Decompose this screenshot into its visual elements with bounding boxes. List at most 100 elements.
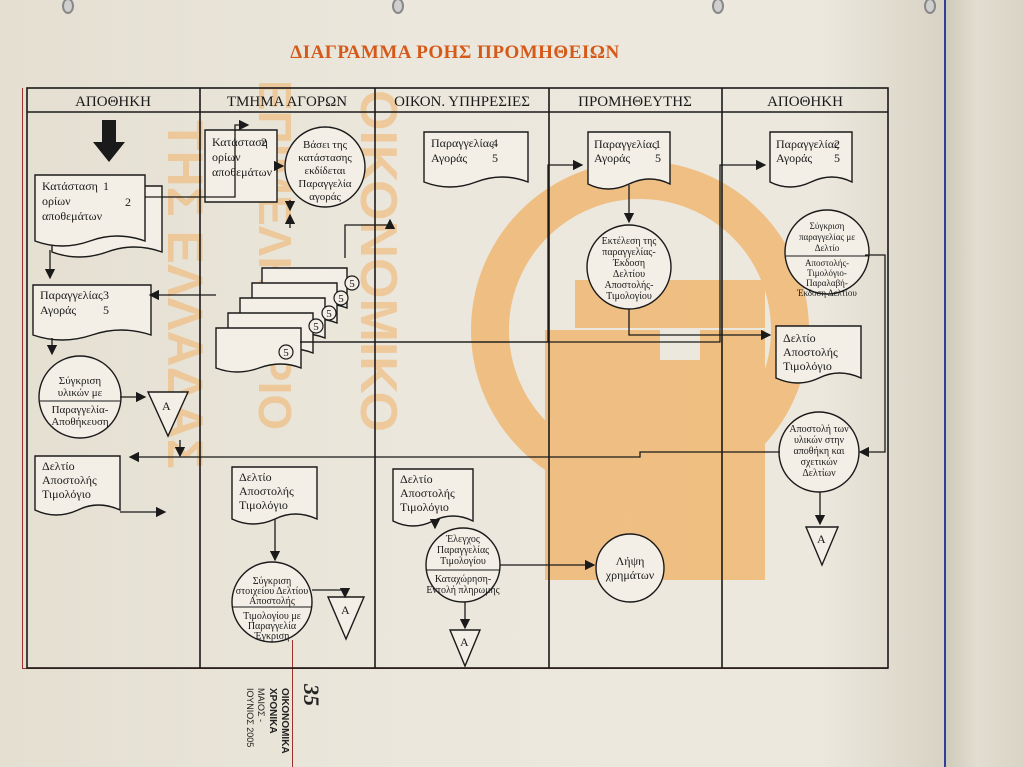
purchase-limits-n: 2 bbox=[261, 135, 267, 149]
compare1-b1: Παραγγελία- bbox=[52, 404, 109, 416]
process-compare-materials: Σύγκριση υλικών με Παραγγελία- Αποθήκευσ… bbox=[38, 355, 122, 439]
check-t1: Έλεγχος bbox=[445, 534, 480, 545]
purchase-limits-l1: Κατάσταση bbox=[212, 135, 268, 149]
lane-supplier: ΠΡΟΜΗΘΕΥΤΗΣ bbox=[578, 94, 692, 110]
flow-arrows bbox=[44, 119, 886, 630]
delivery-pur-l2: Αποστολής bbox=[239, 484, 294, 498]
file-a-1: A bbox=[162, 399, 171, 413]
file-symbol-3: A bbox=[448, 629, 482, 668]
document-order-4 bbox=[423, 131, 529, 188]
delivery-fin-l1: Δελτίο bbox=[400, 472, 433, 486]
issue-date: ΙΟΥΝΙΟΣ 2005 bbox=[245, 688, 255, 748]
check-t3: Τιμολογίου bbox=[440, 556, 486, 567]
order-2-l2: Αγοράς bbox=[776, 151, 812, 165]
stock-limits-l1: Κατάσταση bbox=[42, 179, 98, 193]
order-1-n1: 1 bbox=[655, 137, 661, 151]
order-4-l1: Παραγγελίας bbox=[431, 136, 494, 150]
order-3-l2: Αγοράς bbox=[40, 303, 76, 317]
compare-pur-t1: Σύγκριση bbox=[253, 576, 292, 587]
stock-limits-copy-n: 2 bbox=[125, 195, 131, 209]
lane-purchasing: ΤΜΗΜΑ ΑΓΟΡΩΝ bbox=[227, 94, 347, 110]
ship-1: Αποστολή των bbox=[789, 424, 849, 435]
document-order-2 bbox=[769, 131, 853, 188]
margin-rule bbox=[22, 88, 23, 668]
receipt-t3: Δελτίο bbox=[815, 243, 840, 253]
process-receive-money: Λήψη χρημάτων bbox=[595, 533, 665, 603]
receipt-t2: παραγγελίας με bbox=[799, 232, 855, 242]
document-delivery-purchasing bbox=[231, 466, 318, 525]
receipt-b1: Αποστολής- bbox=[805, 258, 849, 268]
document-order-3 bbox=[32, 284, 152, 341]
receipt-b2: Τιμολόγιο- bbox=[807, 268, 847, 278]
footer-rule bbox=[292, 640, 293, 767]
receipt-b4: Έκδοση Δελτίου bbox=[796, 288, 857, 298]
file-a-2: A bbox=[341, 603, 350, 617]
file-symbol-2: A bbox=[326, 596, 366, 641]
lane-warehouse-2: ΑΠΟΘΗΚΗ bbox=[767, 94, 843, 110]
execute-6: Τιμολογίου bbox=[606, 291, 652, 302]
order-2-n1: 2 bbox=[834, 137, 840, 151]
copy-5-d: 5 bbox=[313, 321, 319, 333]
issue-order-4: Παραγγελία bbox=[298, 178, 351, 190]
compare-pur-t3: Αποστολής bbox=[249, 596, 295, 607]
lane-warehouse-1: ΑΠΟΘΗΚΗ bbox=[75, 94, 151, 110]
ship-2: υλικών στην bbox=[794, 435, 845, 446]
execute-5: Αποστολής- bbox=[605, 280, 654, 291]
compare1-t2: υλικών με bbox=[58, 387, 103, 399]
issue-order-5: αγοράς bbox=[309, 191, 341, 203]
ship-5: Δελτίων bbox=[802, 468, 836, 479]
execute-1: Εκτέλεση της bbox=[602, 236, 657, 247]
lane-headers: ΑΠΟΘΗΚΗ ΤΜΗΜΑ ΑΓΟΡΩΝ ΟΙΚΟΝ. ΥΠΗΡΕΣΙΕΣ ΠΡ… bbox=[75, 94, 843, 110]
execute-3: Έκδοση bbox=[612, 258, 645, 269]
compare-pur-b3: Έγκριση bbox=[254, 631, 290, 642]
process-issue-order: Βάσει της κατάστασης εκδίδεται Παραγγελί… bbox=[284, 126, 366, 208]
next-page-strip bbox=[946, 0, 1024, 767]
delivery-sup-l3: Τιμολόγιο bbox=[783, 359, 832, 373]
document-stock-limits bbox=[34, 174, 146, 247]
delivery-pur-l3: Τιμολόγιο bbox=[239, 498, 288, 512]
compare1-b2: Αποθήκευση bbox=[51, 416, 109, 428]
diagram-title: ΔΙΑΓΡΑΜΜΑ ΡΟΗΣ ΠΡΟΜΗΘΕΙΩΝ bbox=[290, 42, 620, 63]
receive-1: Λήψη bbox=[616, 554, 645, 568]
order-1-n2: 5 bbox=[655, 151, 661, 165]
purchase-limits-l2: ορίων bbox=[212, 150, 241, 164]
magazine-name: ΟΙΚΟΝΟΜΙΚΑ bbox=[279, 688, 290, 754]
order-copies-stack bbox=[215, 267, 348, 373]
stock-limits-l2: ορίων bbox=[42, 194, 71, 208]
receipt-b3: Παραλαβή- bbox=[806, 278, 848, 288]
issue-order-1: Βάσει της bbox=[303, 139, 348, 151]
document-purchase-limits bbox=[204, 129, 278, 203]
check-t2: Παραγγελίας bbox=[437, 545, 489, 556]
process-check-invoice: Έλεγχος Παραγγελίας Τιμολογίου Καταχώρησ… bbox=[425, 527, 501, 603]
issue-order-3: εκδίδεται bbox=[304, 165, 345, 177]
compare1-t1: Σύγκριση bbox=[59, 375, 102, 387]
order-4-n2: 5 bbox=[492, 151, 498, 165]
issue-order-2: κατάστασης bbox=[298, 152, 352, 164]
compare-pur-b1: Τιμολογίου με bbox=[243, 611, 301, 622]
order-4-l2: Αγοράς bbox=[431, 151, 467, 165]
document-order-1 bbox=[587, 131, 671, 190]
page-edge bbox=[944, 0, 946, 767]
execute-2: παραγγελίας- bbox=[602, 247, 655, 258]
order-1-l1: Παραγγελίας bbox=[594, 137, 657, 151]
ship-4: σχετικών bbox=[801, 457, 838, 468]
copy-5-c: 5 bbox=[326, 308, 332, 320]
order-4-n1: 4 bbox=[492, 136, 498, 150]
order-3-l1: Παραγγελίας bbox=[40, 288, 103, 302]
order-3-n2: 5 bbox=[103, 303, 109, 317]
check-b2: Εντολή πληρωμής bbox=[426, 585, 499, 596]
delivery-sup-l1: Δελτίο bbox=[783, 331, 816, 345]
stock-limits-n: 1 bbox=[103, 179, 109, 193]
delivery-fin-l3: Τιμολόγιο bbox=[400, 500, 449, 514]
order-3-n1: 3 bbox=[103, 288, 109, 302]
document-delivery-wh1 bbox=[34, 455, 121, 516]
process-compare-receipt: Σύγκριση παραγγελίας με Δελτίο Αποστολής… bbox=[784, 209, 870, 298]
receipt-t1: Σύγκριση bbox=[810, 221, 845, 231]
delivery-wh1-l1: Δελτίο bbox=[42, 459, 75, 473]
file-a-4: A bbox=[817, 532, 826, 546]
receive-2: χρημάτων bbox=[605, 568, 655, 582]
order-2-n2: 5 bbox=[834, 151, 840, 165]
execute-4: Δελτίου bbox=[613, 269, 645, 280]
